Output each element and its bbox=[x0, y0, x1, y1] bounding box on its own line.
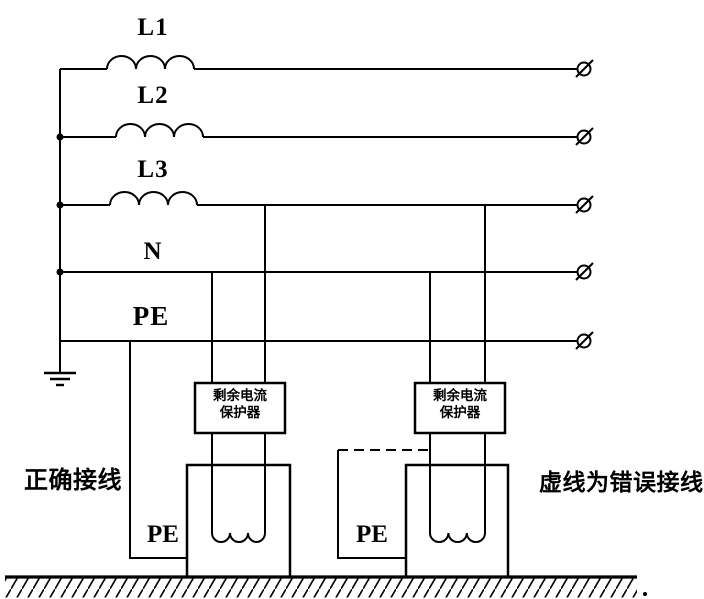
terminal-N-icon bbox=[575, 262, 594, 281]
unit2-load-winding bbox=[429, 532, 486, 543]
protector2-label-line2: 保护器 bbox=[439, 405, 481, 420]
load1-box bbox=[185, 463, 292, 579]
conductor-label-l3: L3 bbox=[137, 156, 169, 183]
caption-correct-wiring: 正确接线 bbox=[24, 468, 122, 494]
terminal-icons bbox=[575, 59, 594, 350]
unit2-feeders bbox=[429, 205, 486, 543]
line-L2 bbox=[60, 123, 577, 138]
load1-pe-label: PE bbox=[147, 521, 179, 548]
conductor-label-l1: L1 bbox=[137, 14, 169, 41]
protector1-box bbox=[193, 381, 287, 435]
coil-L2 bbox=[115, 123, 204, 138]
conductor-label-n: N bbox=[143, 238, 163, 265]
caption-dashed-wrong-wiring: 虚线为错误接线 bbox=[539, 470, 704, 495]
terminal-L2-icon bbox=[575, 127, 594, 146]
unit2-wrong-pe-bond bbox=[337, 449, 430, 559]
unit1-load-winding bbox=[211, 532, 266, 543]
protector2-label-line1: 剩余电流 bbox=[433, 388, 487, 403]
protector2-box bbox=[413, 381, 507, 435]
coil-L1 bbox=[106, 55, 195, 70]
protector1-label-line1: 剩余电流 bbox=[213, 388, 267, 403]
ground-plane bbox=[5, 575, 647, 598]
conductor-label-pe: PE bbox=[132, 301, 170, 331]
unit1-pe-bond bbox=[129, 341, 188, 559]
protector2-label: 剩余电流 保护器 bbox=[415, 387, 505, 421]
line-L3 bbox=[60, 191, 577, 206]
terminal-L3-icon bbox=[575, 195, 594, 214]
conductor-label-l2: L2 bbox=[137, 82, 169, 109]
line-L1 bbox=[60, 55, 577, 70]
load2-box bbox=[404, 463, 510, 579]
earth-ground-symbol bbox=[44, 371, 76, 387]
terminal-L1-icon bbox=[575, 59, 594, 78]
protector1-label-line2: 保护器 bbox=[219, 405, 261, 420]
period-artifact bbox=[643, 592, 647, 596]
load2-pe-label: PE bbox=[356, 521, 388, 548]
terminal-PE-icon bbox=[575, 331, 594, 350]
protector1-label: 剩余电流 保护器 bbox=[195, 387, 285, 421]
coil-L3 bbox=[109, 191, 198, 206]
unit1-feeders bbox=[211, 205, 266, 543]
